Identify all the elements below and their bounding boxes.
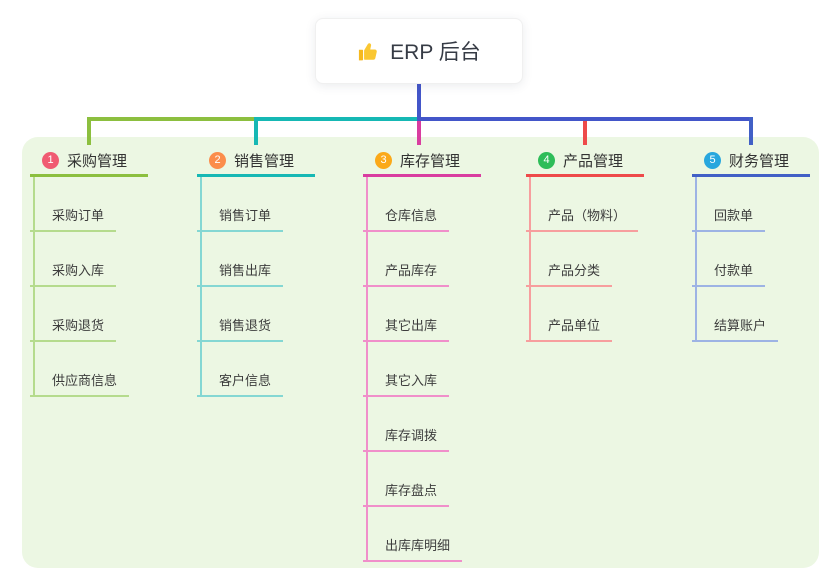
tree-item[interactable]: 供应商信息 (30, 342, 130, 397)
branch-product: 4 产品管理 产品（物料） 产品分类产品单位 (526, 146, 656, 342)
tree-item-label: 销售出库 (219, 263, 272, 278)
tree-item-label: 结算账户 (714, 318, 767, 333)
branch-label: 产品管理 (563, 152, 624, 170)
tree-item[interactable]: 结算账户 (692, 287, 779, 342)
tree-item[interactable]: 采购订单 (30, 177, 117, 232)
branch-label: 财务管理 (729, 152, 790, 170)
tree-item[interactable]: 产品（物料） (526, 177, 639, 232)
tree-item-label: 产品（物料） (548, 208, 627, 223)
branch-finance: 5 财务管理 回款单付款单结算账户 (692, 146, 822, 342)
tree-item[interactable]: 产品分类 (526, 232, 613, 287)
tree-item-label: 回款单 (714, 208, 754, 223)
branch-inventory: 3 库存管理 仓库信息产品库存其它出库其它入库库存调拨库存盘点出库库明细 (363, 146, 493, 562)
tree-item[interactable]: 采购退货 (30, 287, 117, 342)
tree-item-label: 付款单 (714, 263, 754, 278)
tree-item-label: 产品库存 (385, 263, 438, 278)
tree-item-label: 销售退货 (219, 318, 272, 333)
root-title: ERP 后台 (390, 41, 481, 64)
connector-drop-3 (417, 121, 421, 145)
tree-item[interactable]: 产品单位 (526, 287, 613, 342)
tree-item[interactable]: 其它出库 (363, 287, 450, 342)
branch-spine (33, 177, 35, 397)
root-node[interactable]: ERP 后台 (315, 18, 523, 84)
branch-number-badge: 4 (538, 151, 555, 169)
tree-item[interactable]: 销售退货 (197, 287, 284, 342)
branch-number-badge: 5 (704, 151, 721, 169)
tree-item[interactable]: 出库库明细 (363, 507, 463, 562)
tree-item[interactable]: 销售订单 (197, 177, 284, 232)
tree-item[interactable]: 回款单 (692, 177, 766, 232)
canvas-panel (22, 137, 819, 568)
tree-item-label: 其它出库 (385, 318, 438, 333)
branch-sales: 2 销售管理 销售订单销售出库销售退货客户信息 (197, 146, 327, 397)
tree-item-label: 仓库信息 (385, 208, 438, 223)
tree-item-label: 供应商信息 (52, 373, 118, 388)
tree-item[interactable]: 仓库信息 (363, 177, 450, 232)
tree-item-label: 采购退货 (52, 318, 105, 333)
branch-number-badge: 3 (375, 151, 392, 169)
branch-number-badge: 1 (42, 151, 59, 169)
connector-drop-2 (254, 117, 258, 145)
branch-number-badge: 2 (209, 151, 226, 169)
tree-item[interactable]: 付款单 (692, 232, 766, 287)
branch-sales-header[interactable]: 2 销售管理 (197, 146, 315, 177)
branch-spine (695, 177, 697, 342)
tree-item-label: 其它入库 (385, 373, 438, 388)
branch-spine (529, 177, 531, 342)
connector-root-stem (417, 84, 421, 119)
tree-item-label: 销售订单 (219, 208, 272, 223)
tree-item-label: 产品分类 (548, 263, 601, 278)
tree-item-label: 采购入库 (52, 263, 105, 278)
connector-rail-green (87, 117, 256, 121)
tree-item-label: 产品单位 (548, 318, 601, 333)
branch-finance-header[interactable]: 5 财务管理 (692, 146, 810, 177)
tree-item[interactable]: 其它入库 (363, 342, 450, 397)
tree-item-label: 库存调拨 (385, 428, 438, 443)
connector-rail-blue (417, 117, 753, 121)
tree-item-label: 采购订单 (52, 208, 105, 223)
tree-item-label: 客户信息 (219, 373, 272, 388)
connector-drop-4 (583, 121, 587, 145)
tree-item-label: 出库库明细 (385, 538, 451, 553)
branch-purchase: 1 采购管理 采购订单采购入库采购退货供应商信息 (30, 146, 160, 397)
branch-label: 采购管理 (67, 152, 128, 170)
branch-spine (200, 177, 202, 397)
thumbs-up-icon (357, 40, 380, 63)
tree-item[interactable]: 库存调拨 (363, 397, 450, 452)
tree-item[interactable]: 客户信息 (197, 342, 284, 397)
branch-spine (366, 177, 368, 562)
tree-item[interactable]: 销售出库 (197, 232, 284, 287)
branch-inventory-header[interactable]: 3 库存管理 (363, 146, 481, 177)
branch-purchase-header[interactable]: 1 采购管理 (30, 146, 148, 177)
branch-label: 库存管理 (400, 152, 461, 170)
tree-item[interactable]: 库存盘点 (363, 452, 450, 507)
connector-drop-1 (87, 117, 91, 145)
tree-item[interactable]: 采购入库 (30, 232, 117, 287)
branch-label: 销售管理 (234, 152, 295, 170)
tree-item[interactable]: 产品库存 (363, 232, 450, 287)
connector-drop-5 (749, 117, 753, 145)
branch-product-header[interactable]: 4 产品管理 (526, 146, 644, 177)
tree-item-label: 库存盘点 (385, 483, 438, 498)
connector-rail-teal (254, 117, 419, 121)
